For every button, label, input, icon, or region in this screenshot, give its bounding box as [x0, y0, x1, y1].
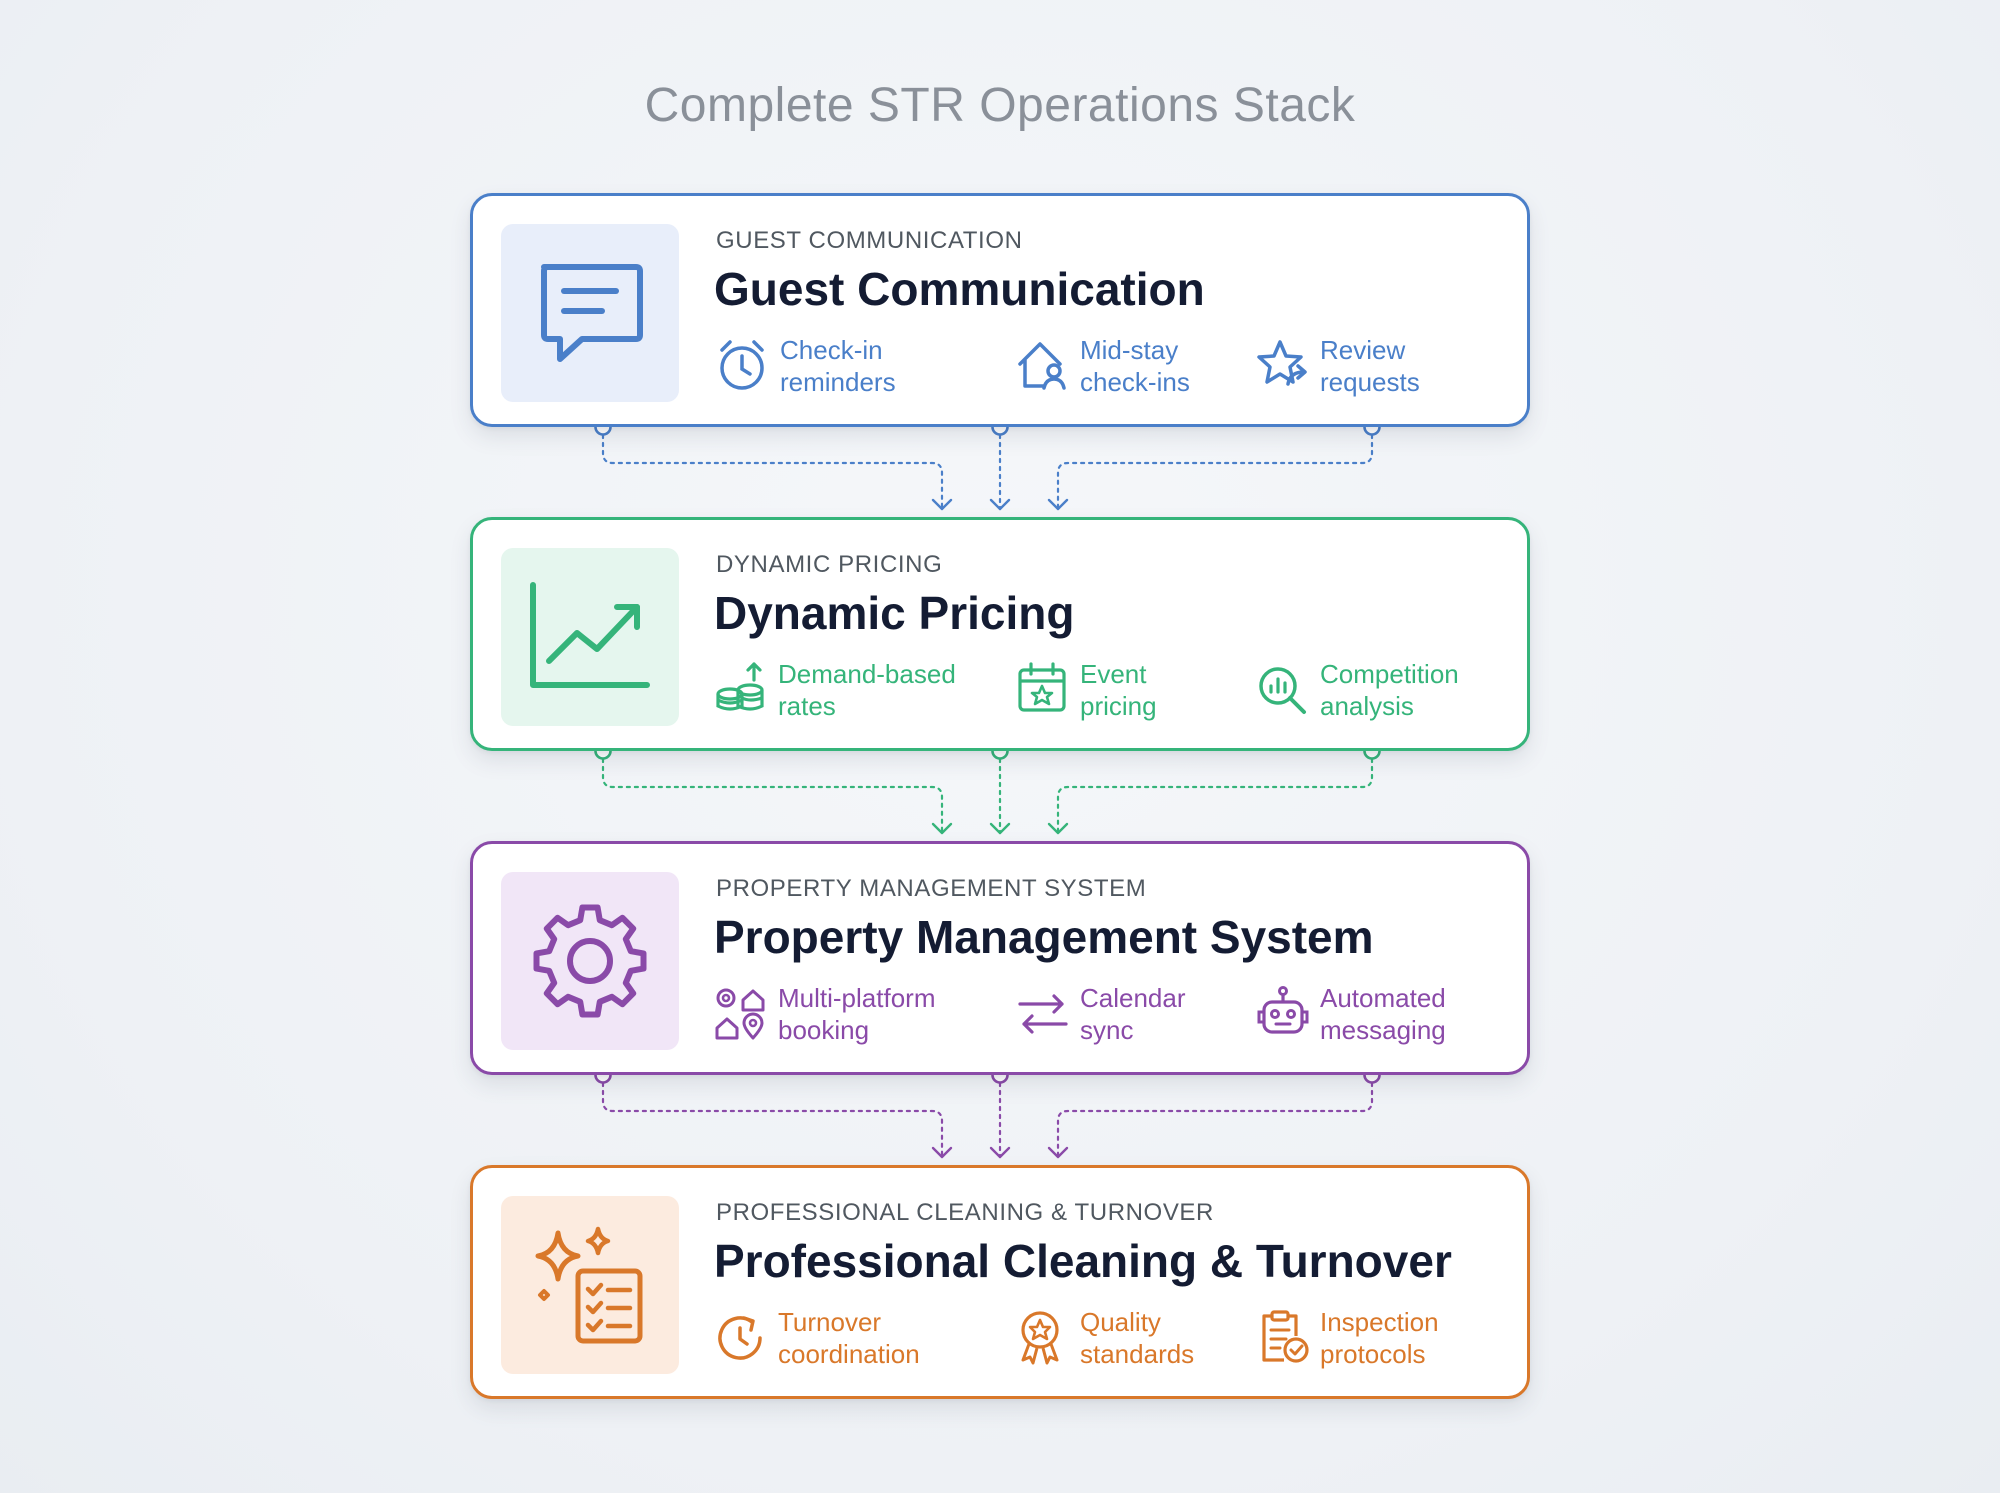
connector-line [601, 433, 944, 511]
alarm-clock-icon [720, 340, 764, 390]
feature-label: Event pricing [1080, 659, 1157, 721]
connector-arrowhead [1047, 822, 1069, 835]
layer-kicker: GUEST COMMUNICATION [716, 227, 1023, 254]
feature-turnover-coordination: Turnover coordination [714, 1306, 920, 1370]
connector-arrowhead [989, 822, 1011, 835]
layer-card-dynamic-pricing: DYNAMIC PRICING Dynamic Pricing Demand-b… [470, 517, 1530, 751]
feature-label: Quality standards [1080, 1307, 1195, 1369]
connector-line [601, 1081, 944, 1159]
feature-label: Automated messaging [1320, 983, 1446, 1045]
feature-label: Review requests [1320, 335, 1420, 397]
connector-arrowhead [931, 498, 953, 511]
gear-icon [533, 904, 647, 1018]
feature-label: Turnover coordination [778, 1307, 920, 1369]
feature-mid-stay-check-ins: Mid-stay check-ins [1016, 334, 1190, 398]
sync-arrows-icon [1018, 994, 1068, 1034]
feature-label: Calendar sync [1080, 983, 1186, 1045]
diagram-title: Complete STR Operations Stack [644, 79, 1356, 132]
trend-chart-icon [530, 582, 650, 688]
house-person-icon [1018, 342, 1066, 390]
feature-label: Mid-stay check-ins [1080, 335, 1190, 397]
feature-event-pricing: Event pricing [1016, 658, 1157, 722]
layer-card-guest-communication: GUEST COMMUNICATION Guest Communication … [470, 193, 1530, 427]
feature-label: Check-in reminders [780, 335, 896, 397]
platforms-icon [715, 988, 765, 1040]
layer-kicker: PROFESSIONAL CLEANING & TURNOVER [716, 1199, 1214, 1226]
connector-line [1056, 433, 1374, 511]
connector-line [601, 757, 944, 835]
connector-arrowhead [1047, 1146, 1069, 1159]
feature-review-requests: Review requests [1256, 334, 1420, 398]
connector-line [1056, 757, 1374, 835]
connector-line [1056, 1081, 1374, 1159]
connector-arrowhead [931, 822, 953, 835]
icon-box [501, 872, 679, 1050]
sparkle-checklist-icon [535, 1226, 643, 1344]
coins-arrow-icon [716, 662, 764, 711]
feature-quality-standards: Quality standards [1016, 1306, 1194, 1370]
feature-inspection-protocols: Inspection protocols [1256, 1306, 1439, 1370]
icon-box [501, 224, 679, 402]
connector-arrowhead [1047, 498, 1069, 511]
robot-icon [1257, 986, 1309, 1034]
clipboard-check-icon [1262, 1310, 1309, 1363]
icon-box [501, 1196, 679, 1374]
award-badge-icon [1021, 1311, 1059, 1365]
feature-label: Multi-platform booking [778, 983, 936, 1045]
layer-kicker: PROPERTY MANAGEMENT SYSTEM [716, 875, 1147, 902]
layer-heading: Guest Communication [714, 263, 1205, 315]
layer-card-property-management-system: PROPERTY MANAGEMENT SYSTEM Property Mana… [470, 841, 1530, 1075]
feature-automated-messaging: Automated messaging [1256, 982, 1446, 1046]
star-share-icon [1257, 340, 1307, 386]
layer-card-professional-cleaning-turnover: PROFESSIONAL CLEANING & TURNOVER Profess… [470, 1165, 1530, 1399]
feature-label: Inspection protocols [1320, 1307, 1439, 1369]
magnifier-chart-icon [1259, 667, 1306, 714]
feature-demand-based-rates: Demand-based rates [714, 658, 956, 722]
feature-label: Competition analysis [1320, 659, 1459, 721]
connector-arrowhead [989, 1146, 1011, 1159]
calendar-star-icon [1018, 662, 1066, 712]
icon-box [501, 548, 679, 726]
cycle-clock-icon [718, 1316, 762, 1360]
chat-bubble-icon [541, 264, 643, 362]
feature-multi-platform-booking: Multi-platform booking [714, 982, 935, 1046]
feature-calendar-sync: Calendar sync [1016, 982, 1186, 1046]
connector-arrowhead [931, 1146, 953, 1159]
feature-check-in-reminders: Check-in reminders [716, 334, 896, 398]
layer-kicker: DYNAMIC PRICING [716, 551, 943, 578]
feature-label: Demand-based rates [778, 659, 956, 721]
layer-heading: Professional Cleaning & Turnover [714, 1235, 1452, 1287]
connector-arrowhead [989, 498, 1011, 511]
layer-heading: Dynamic Pricing [714, 587, 1075, 639]
layer-heading: Property Management System [714, 911, 1374, 963]
feature-competition-analysis: Competition analysis [1256, 658, 1459, 722]
